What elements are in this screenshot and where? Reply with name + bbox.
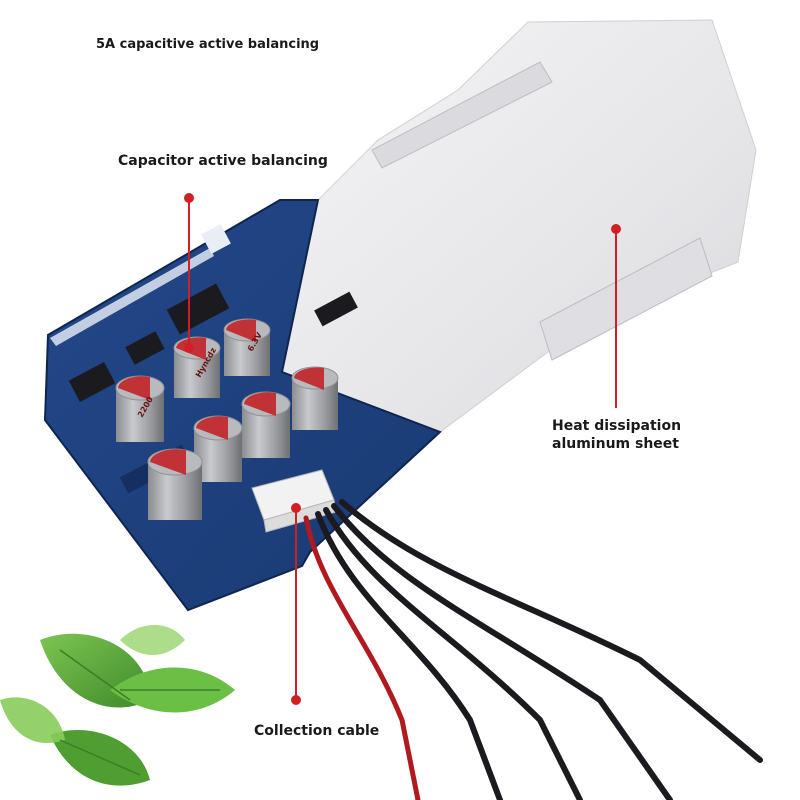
capacitor	[291, 366, 339, 430]
heat-sink-label-line2: aluminum sheet	[552, 436, 679, 452]
capacitor	[173, 336, 221, 398]
marker-dot-icon	[611, 224, 621, 234]
callout-capacitor	[184, 193, 194, 353]
capacitor	[147, 448, 203, 520]
callout-cable	[291, 503, 301, 705]
capacitor	[241, 391, 291, 458]
capacitor-callout-label: Capacitor active balancing	[118, 153, 328, 169]
capacitor-bank: Hyncdz 2200 6.3V	[115, 318, 339, 520]
marker-dot-icon	[291, 503, 301, 513]
marker-dot-icon	[291, 695, 301, 705]
title-label: 5A capacitive active balancing	[96, 37, 320, 52]
marker-dot-icon	[184, 343, 194, 353]
heat-sink-callout-label: Heat dissipation aluminum sheet	[552, 417, 681, 453]
leaf-icon	[0, 625, 235, 786]
aluminum-heat-sink	[281, 19, 757, 433]
callout-heat-sink	[611, 224, 621, 408]
capacitor	[223, 318, 271, 376]
cable-callout-label: Collection cable	[254, 723, 380, 739]
collection-cable	[303, 499, 763, 800]
marker-dot-icon	[184, 193, 194, 203]
heat-sink-label-line1: Heat dissipation	[552, 418, 682, 434]
capacitor	[115, 375, 165, 442]
